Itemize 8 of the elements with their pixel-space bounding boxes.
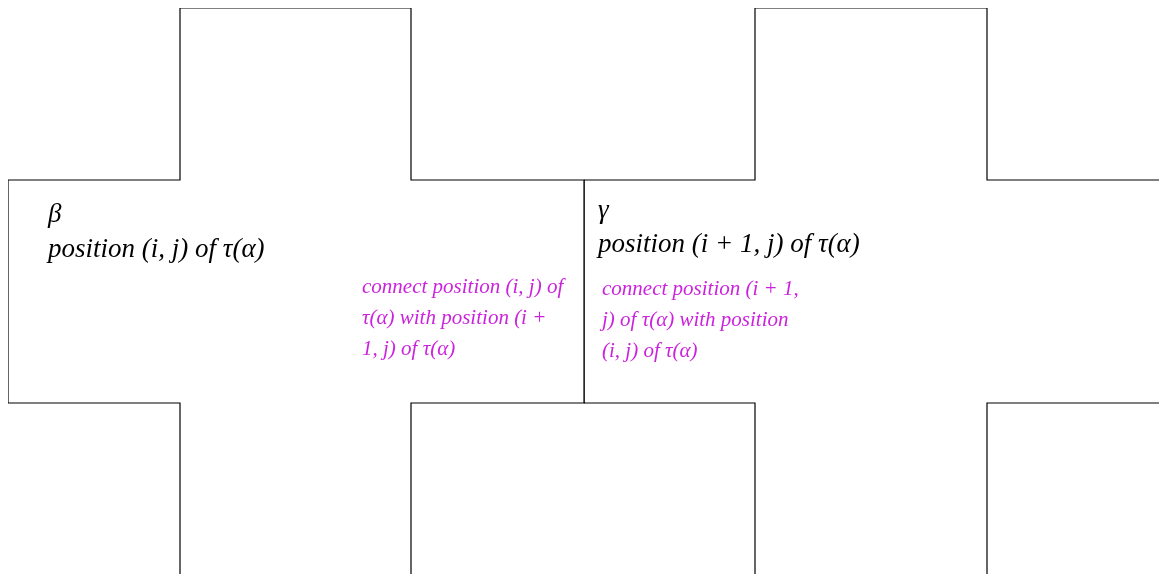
- connection-note: connect position (i, j) of τ(α) with position (i + 1, j) of τ(α): [362, 273, 567, 362]
- greek-letter-label: β: [48, 198, 62, 228]
- connection-note: connect position (i + 1, j) of τ(α) with position (i, j) of τ(α): [602, 275, 800, 364]
- cross-shaped-tile: [584, 8, 1159, 574]
- cross-shaped-tile: [8, 8, 585, 574]
- greek-letter-label: γ: [598, 194, 609, 224]
- position-text: position (i + 1, j) of τ(α): [598, 228, 860, 258]
- position-text: position (i, j) of τ(α): [48, 233, 265, 263]
